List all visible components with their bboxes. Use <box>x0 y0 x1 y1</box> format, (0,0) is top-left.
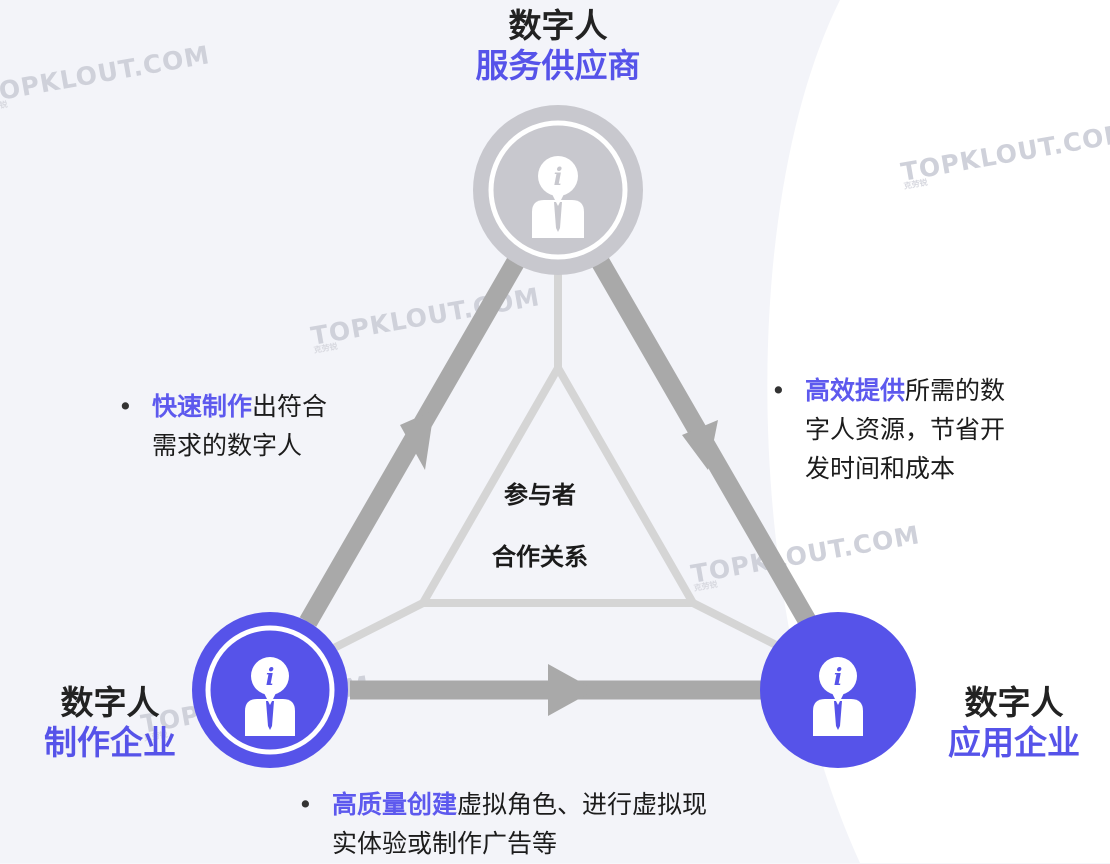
node-right-title: 数字人 应用企业 <box>918 683 1110 762</box>
node-top-line2: 服务供应商 <box>475 45 641 85</box>
person-info-icon: i <box>245 657 295 736</box>
svg-text:i: i <box>553 162 562 191</box>
bullet-right: • 高效提供所需的数 字人资源，节省开 发时间和成本 <box>771 372 1095 488</box>
bullet-left-highlight: 快速制作 <box>152 392 253 421</box>
node-top-title: 数字人 服务供应商 <box>430 6 686 85</box>
node-top-line1: 数字人 <box>508 6 608 45</box>
connector-left <box>328 599 425 654</box>
node-right: i <box>760 612 916 768</box>
bullet-left-text-a: 出符合 <box>252 392 328 421</box>
svg-text:i: i <box>266 664 275 691</box>
connector-right <box>691 599 788 654</box>
svg-text:i: i <box>834 664 843 691</box>
node-left-title: 数字人 制作企业 <box>0 683 220 762</box>
center-label-1: 参与者 <box>504 481 576 509</box>
bullet-right-highlight: 高效提供 <box>805 376 906 405</box>
node-left-line1: 数字人 <box>60 683 160 722</box>
arrow-head-left <box>400 410 434 470</box>
node-top: i <box>473 105 643 275</box>
bullet-dot: • <box>298 790 313 819</box>
bullet-dot: • <box>771 376 786 405</box>
inner-triangle <box>419 364 697 607</box>
arrow-head-bottom <box>548 664 595 716</box>
person-info-icon: i <box>532 156 584 238</box>
bullet-right-text-a: 所需的数 <box>905 376 1006 405</box>
center-label-2: 合作关系 <box>492 543 588 571</box>
bullet-bottom-text-a: 虚拟角色、进行虚拟现 <box>457 790 708 819</box>
node-right-line2: 应用企业 <box>948 722 1080 762</box>
bullet-left-text-b: 需求的数字人 <box>152 430 303 460</box>
bullet-bottom-text-b: 实体验或制作广告等 <box>332 828 558 858</box>
bullet-dot: • <box>118 392 133 421</box>
arrow-head-right <box>682 420 718 470</box>
node-left: i <box>192 612 348 768</box>
person-info-icon: i <box>813 657 863 736</box>
bullet-left: • 快速制作出符合 需求的数字人 <box>118 388 412 466</box>
node-right-line1: 数字人 <box>964 683 1064 722</box>
bullet-right-text-b: 字人资源，节省开 <box>805 414 1006 444</box>
bullet-right-text-c: 发时间和成本 <box>805 453 956 483</box>
node-left-line2: 制作企业 <box>44 722 176 762</box>
bullet-bottom-highlight: 高质量创建 <box>332 790 458 819</box>
bullet-bottom: • 高质量创建虚拟角色、进行虚拟现 实体验或制作广告等 <box>298 786 892 864</box>
